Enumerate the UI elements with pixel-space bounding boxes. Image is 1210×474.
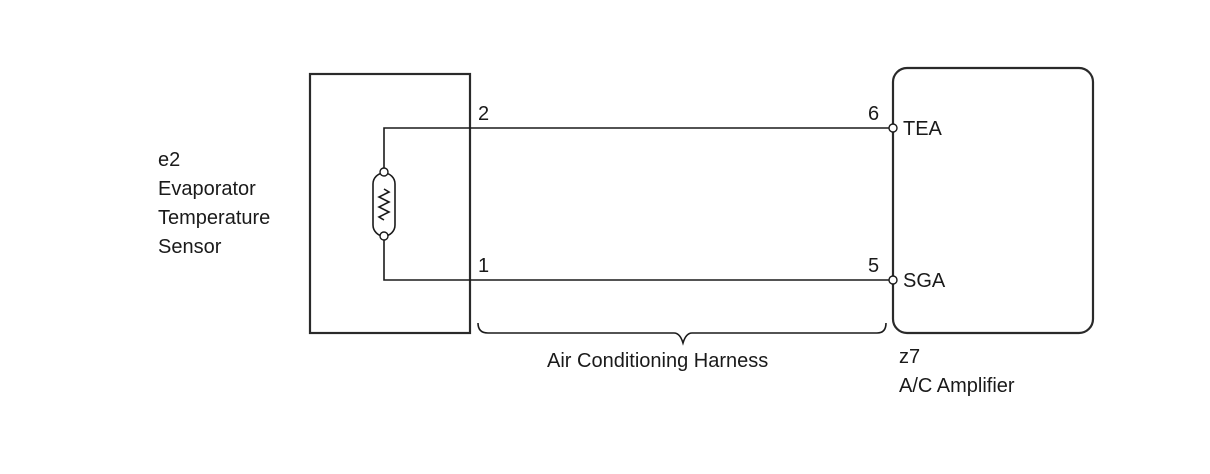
sensor-code: e2: [158, 149, 180, 171]
sensor-name-line-2: Temperature: [158, 207, 270, 229]
terminal-label-tea: TEA: [903, 118, 943, 140]
amplifier-pin-top: 6: [868, 103, 879, 125]
terminal-label-sga: SGA: [903, 270, 946, 292]
amplifier-code: z7: [899, 346, 920, 368]
amplifier-connector-box: [891, 66, 1095, 335]
thermistor-terminal-top: [379, 167, 389, 177]
sensor-name-line-3: Sensor: [158, 236, 222, 258]
amplifier-terminal-sga: [888, 275, 898, 285]
amplifier-name: A/C Amplifier: [899, 375, 1015, 397]
sensor-pin-bottom: 1: [478, 255, 489, 277]
wire-sga: [383, 236, 889, 281]
harness-label: Air Conditioning Harness: [547, 350, 768, 372]
sensor-connector-box: [308, 72, 472, 335]
sensor-name-line-1: Evaporator: [158, 178, 256, 200]
wire-tea: [383, 127, 889, 172]
sensor-pin-top: 2: [478, 103, 489, 125]
harness-bracket: [477, 322, 887, 346]
amplifier-pin-bottom: 5: [868, 255, 879, 277]
amplifier-terminal-tea: [888, 123, 898, 133]
thermistor-terminal-bottom: [379, 231, 389, 241]
resistor-zigzag-icon: [377, 188, 391, 221]
